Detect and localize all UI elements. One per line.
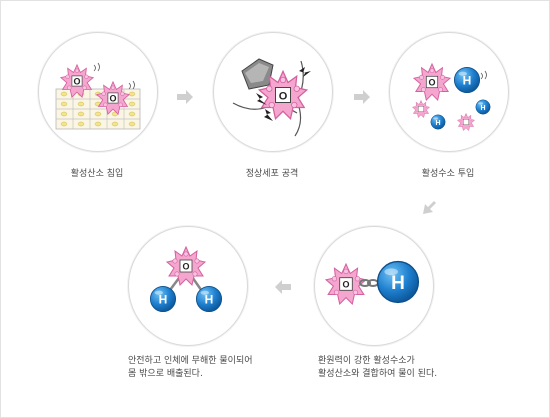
h-letter-3c: H bbox=[435, 120, 440, 127]
o-letter-1b: O bbox=[109, 94, 116, 104]
step-3-label: 활성수소 투입 bbox=[421, 169, 475, 179]
motion-marks-3 bbox=[480, 70, 487, 80]
oxygen-radical-3c bbox=[457, 113, 475, 131]
arrow-left bbox=[275, 280, 291, 294]
rock-shape bbox=[241, 58, 274, 90]
o-letter-2: O bbox=[279, 91, 288, 103]
oxygen-radical-3b bbox=[412, 100, 430, 118]
step-5-label-line1: 안전하고 인체에 무해한 물이되어 bbox=[128, 356, 253, 366]
h-letter-5b: H bbox=[205, 293, 214, 307]
step-4-label-line2: 활성산소와 결합하여 물이 된다. bbox=[318, 369, 438, 379]
o-letter-1a: O bbox=[73, 77, 80, 87]
step-4-label-line1: 환원력이 강한 활성수소가 bbox=[318, 356, 415, 366]
lightning-marks-2 bbox=[256, 67, 311, 121]
arrow-right-1 bbox=[177, 90, 193, 104]
arrow-right-2 bbox=[354, 90, 370, 104]
o-letter-5: O bbox=[182, 262, 189, 272]
o-letter-4: O bbox=[342, 280, 349, 290]
h-letter-3b: H bbox=[480, 105, 485, 112]
o-letter-3a: O bbox=[428, 78, 435, 88]
step-2-label: 정상세포 공격 bbox=[245, 169, 299, 179]
step-3-circle bbox=[389, 32, 509, 152]
step-5-circle bbox=[128, 226, 248, 346]
h-letter-5a: H bbox=[159, 293, 168, 307]
step-4-label: 환원력이 강한 활성수소가 활성산소와 결합하여 물이 된다. bbox=[318, 355, 437, 381]
step-1-label: 활성산소 침입 bbox=[70, 169, 124, 179]
arrow-down-left bbox=[423, 201, 436, 214]
flow-arrows bbox=[177, 90, 436, 294]
h-letter-4: H bbox=[391, 273, 405, 294]
h-letter-3a: H bbox=[463, 74, 472, 88]
step-5-label-line2: 몸 밖으로 배출된다. bbox=[128, 369, 203, 379]
motion-marks-1 bbox=[93, 62, 135, 90]
step-5-label: 안전하고 인체에 무해한 물이되어 몸 밖으로 배출된다. bbox=[128, 355, 253, 381]
